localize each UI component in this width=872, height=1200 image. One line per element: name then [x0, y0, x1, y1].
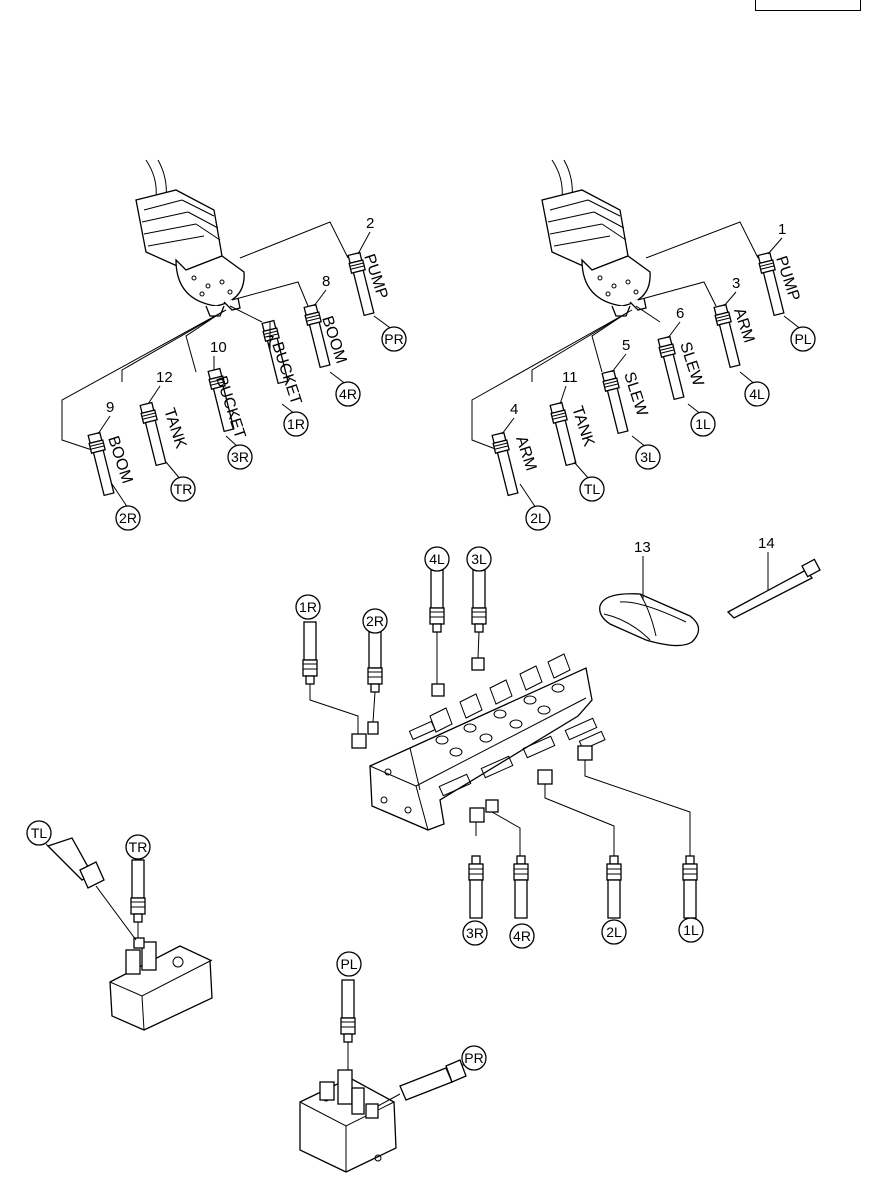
port-tag-circle [790, 326, 816, 352]
port-tag: 3L [640, 449, 656, 465]
port-tag: TR [129, 839, 148, 855]
port-tag: PL [794, 331, 811, 347]
port-tag: 2L [606, 924, 622, 940]
port-tag-circle [335, 381, 361, 407]
port-tag-circle [26, 820, 52, 846]
port-tag-circle [227, 444, 253, 470]
port-tag: PR [384, 331, 403, 347]
port-tag: 4L [749, 386, 765, 402]
right-label: SLEW [676, 340, 706, 389]
cable-tie [726, 558, 821, 619]
left-part-number: 8 [322, 273, 330, 290]
right-part-number: 4 [510, 401, 518, 418]
port-tag-circle [601, 919, 627, 945]
port-tag-circle [336, 951, 362, 977]
right-joystick-valve [471, 159, 787, 497]
right-part-number: 11 [562, 369, 578, 386]
left-part-number: 12 [156, 369, 173, 386]
port-tag-circle [424, 546, 450, 572]
port-tag: TL [584, 481, 601, 497]
port-tag: 3R [231, 449, 249, 465]
port-tag: 1L [695, 416, 711, 432]
left-joystick-valve [61, 159, 377, 497]
port-tag-circle [525, 505, 551, 531]
port-tag: 2R [119, 510, 137, 526]
port-tag-circle [509, 923, 535, 949]
port-tag-circle [362, 608, 388, 634]
port-tag-circle [461, 1045, 487, 1071]
main-control-valve [351, 653, 606, 831]
right-part-number: 3 [732, 275, 740, 292]
right-part-number: 1 [778, 221, 786, 238]
port-tag: 4R [513, 928, 531, 944]
pump-block [299, 979, 467, 1173]
port-tag: 1R [299, 599, 317, 615]
left-part-number: 2 [366, 215, 374, 232]
left-part-number: 9 [106, 399, 114, 416]
port-tag-circle [295, 594, 321, 620]
right-label: ARM [512, 434, 539, 473]
port-tag-circle [125, 834, 151, 860]
port-tag-circle [579, 476, 605, 502]
right-part-number: 6 [676, 305, 684, 322]
port-tag: 4L [429, 551, 445, 567]
port-tag-circle [381, 326, 407, 352]
port-tag: TR [174, 481, 193, 497]
port-tag: 2L [530, 510, 546, 526]
accessory-number: 13 [634, 539, 651, 556]
port-tag-circle [635, 444, 661, 470]
tank-return-block [46, 837, 213, 1031]
right-label: SLEW [620, 370, 650, 419]
port-tag: PL [340, 956, 357, 972]
port-tag-circle [744, 381, 770, 407]
left-label: BUCKET [268, 340, 304, 407]
port-tag-circle [690, 411, 716, 437]
port-tag-circle [466, 546, 492, 572]
top-right-box [755, 0, 861, 11]
port-tag: 2R [366, 613, 384, 629]
accessory-number: 14 [758, 535, 775, 552]
port-tag: 3R [466, 925, 484, 941]
port-tag: 1R [287, 416, 305, 432]
port-tag-circle [170, 476, 196, 502]
port-tag-circle [115, 505, 141, 531]
right-part-number: 5 [622, 337, 630, 354]
port-tag-circle [283, 411, 309, 437]
port-tag: PR [464, 1050, 483, 1066]
right-label: TANK [568, 404, 597, 449]
hose-band [599, 593, 700, 647]
port-tag: 4R [339, 386, 357, 402]
port-tag: 3L [471, 551, 487, 567]
port-tag-circle [678, 917, 704, 943]
port-tag-circle [462, 920, 488, 946]
left-part-number: 10 [210, 339, 227, 356]
port-tag: TL [31, 825, 48, 841]
left-label: TANK [160, 406, 189, 451]
port-tag: 1L [683, 922, 699, 938]
right-label: ARM [730, 306, 757, 345]
